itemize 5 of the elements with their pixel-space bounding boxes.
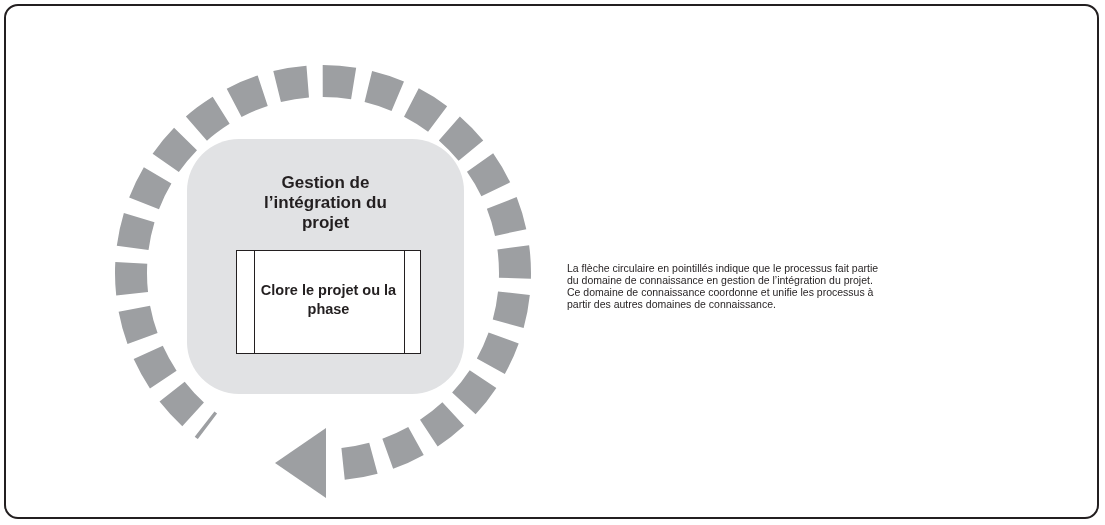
process-box — [236, 250, 421, 354]
panel-heading: Gestion de l’intégration du projet — [263, 173, 388, 233]
knowledge-area-panel — [187, 139, 464, 394]
explanatory-note: La flèche circulaire en pointillés indique que le processus fait partie du domaine de connaissance en gestion de l’intégration du projet. Ce domaine de connaissance coordonne et unifie les processus à partir des autres domaines de connaissance. — [567, 262, 880, 310]
process-label: Clore le projet ou la phase — [259, 281, 398, 319]
